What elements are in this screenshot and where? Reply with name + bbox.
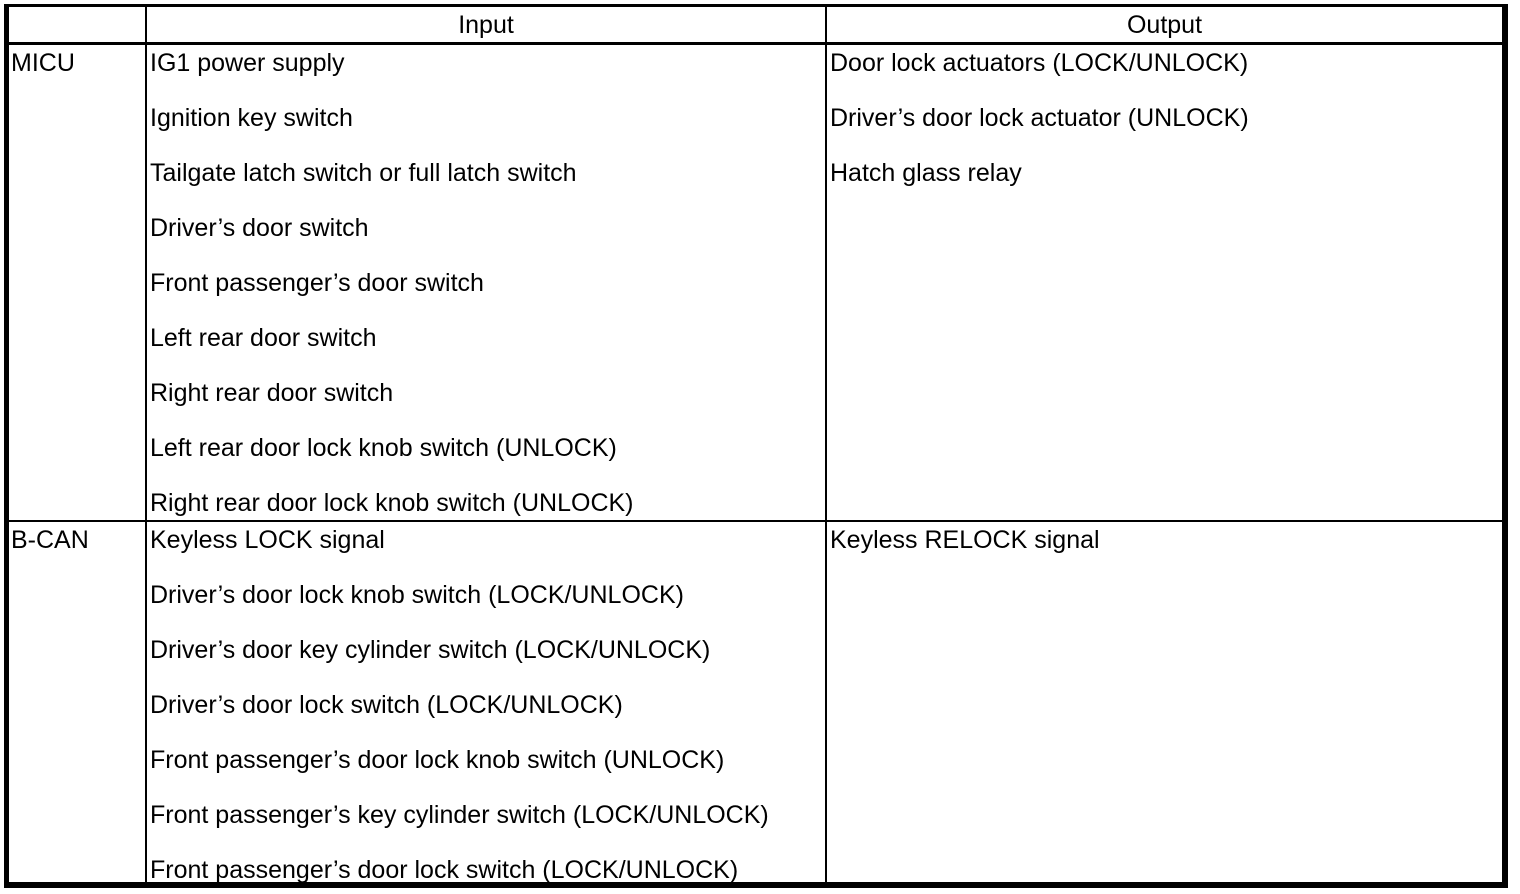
micu-output-list: Door lock actuators (LOCK/UNLOCK) Driver… (827, 45, 1502, 215)
input-item: Front passenger’s key cylinder switch (L… (150, 801, 769, 829)
header-cell-blank (9, 7, 145, 45)
output-item: Keyless RELOCK signal (830, 526, 1100, 554)
input-item: Driver’s door key cylinder switch (LOCK/… (150, 636, 711, 664)
header-cell-input: Input (145, 7, 825, 45)
b-can-input-list: Keyless LOCK signal Driver’s door lock k… (147, 522, 825, 882)
micu-output-cell: Door lock actuators (LOCK/UNLOCK) Driver… (825, 45, 1502, 522)
output-item: Door lock actuators (LOCK/UNLOCK) (830, 49, 1249, 77)
micu-input-list: IG1 power supply Ignition key switch Tai… (147, 45, 825, 520)
input-item: Left rear door lock knob switch (UNLOCK) (150, 434, 617, 462)
input-item: Driver’s door switch (150, 214, 369, 242)
input-item: Left rear door switch (150, 324, 377, 352)
input-item: Driver’s door lock switch (LOCK/UNLOCK) (150, 691, 623, 719)
input-item: IG1 power supply (150, 49, 345, 77)
input-item: Front passenger’s door lock knob switch … (150, 746, 725, 774)
input-item: Keyless LOCK signal (150, 526, 385, 554)
output-item: Driver’s door lock actuator (UNLOCK) (830, 104, 1249, 132)
input-item: Ignition key switch (150, 104, 353, 132)
output-item: Hatch glass relay (830, 159, 1022, 187)
row-label-b-can: B-CAN (9, 522, 145, 882)
input-output-table: Input Output MICU IG1 power supply Ignit… (4, 4, 1508, 888)
row-label-micu: MICU (9, 45, 145, 522)
input-item: Front passenger’s door switch (150, 269, 484, 297)
input-item: Driver’s door lock knob switch (LOCK/UNL… (150, 581, 684, 609)
b-can-output-list: Keyless RELOCK signal (827, 522, 1502, 582)
input-item: Front passenger’s door lock switch (LOCK… (150, 856, 739, 882)
b-can-output-cell: Keyless RELOCK signal (825, 522, 1502, 882)
header-cell-output: Output (825, 7, 1502, 45)
input-item: Right rear door lock knob switch (UNLOCK… (150, 489, 634, 517)
micu-input-cell: IG1 power supply Ignition key switch Tai… (145, 45, 825, 522)
input-column-header: Input (458, 10, 514, 39)
output-column-header: Output (1126, 10, 1203, 39)
input-item: Tailgate latch switch or full latch swit… (150, 159, 577, 187)
b-can-input-cell: Keyless LOCK signal Driver’s door lock k… (145, 522, 825, 882)
input-item: Right rear door switch (150, 379, 394, 407)
